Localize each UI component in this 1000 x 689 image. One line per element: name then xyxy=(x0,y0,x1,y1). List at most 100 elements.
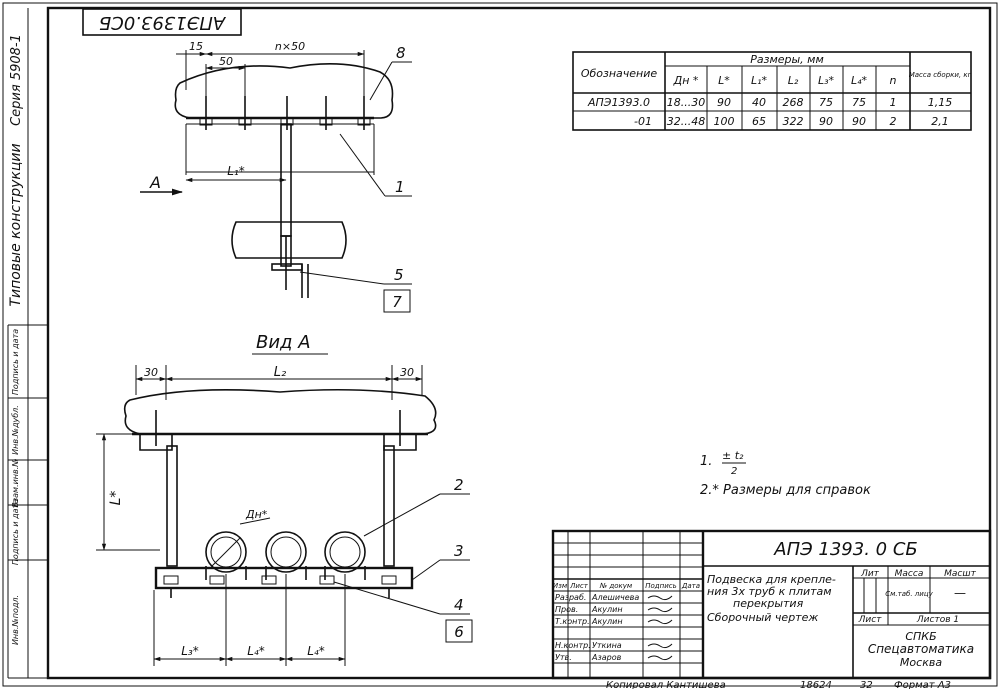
footer-code: 32 xyxy=(860,680,873,689)
table-col-L: L* xyxy=(718,74,730,87)
dim-L4a: L₄* xyxy=(247,644,265,658)
table-col-n: n xyxy=(890,74,897,87)
title-code: АПЭ 1393. 0 СБ xyxy=(773,539,917,560)
strip-field-4: Инв.№дубл. xyxy=(11,405,20,455)
left-rod xyxy=(166,445,178,567)
sig-head-doc: № докум xyxy=(599,582,633,590)
sig-head-date: Дата xyxy=(681,582,700,590)
footer-copied: Копировал Кантишева xyxy=(606,680,726,689)
rotated-code-text: АПЭ1393.0СБ xyxy=(99,12,226,33)
table-header-designation: Обозначение xyxy=(581,67,658,80)
dim-50: 50 xyxy=(219,55,233,68)
series-label: Серия 5908-1 xyxy=(9,34,24,126)
title-name-line-3: перекрытия xyxy=(733,597,804,610)
scale-value: — xyxy=(954,586,966,600)
callout-6: 6 xyxy=(454,623,464,641)
table-row-1-mass: 1,15 xyxy=(928,96,953,109)
dim-nx50: n×50 xyxy=(275,40,305,53)
signer-6-role: Утв. xyxy=(555,653,572,662)
notes: 1. ± t₂ 2 2.* Размеры для справок xyxy=(700,449,871,498)
table-row-1-L2: 268 xyxy=(783,96,804,109)
table-col-L4: L₄* xyxy=(851,74,868,87)
callout-3: 3 xyxy=(454,542,464,560)
callout-5: 5 xyxy=(394,266,404,284)
table-row-1-L1: 40 xyxy=(752,96,766,109)
footer-number: 18624 xyxy=(800,680,832,689)
table-header-group: Размеры, мм xyxy=(750,53,824,66)
signer-3-role: Т.контр. xyxy=(555,617,590,626)
table-row-1-L3: 75 xyxy=(819,96,833,109)
view-a: Вид А 30 L₂ 30 L* xyxy=(96,332,473,666)
view-a-pipes xyxy=(205,531,366,580)
signer-1-role: Разраб. xyxy=(555,593,586,602)
table-row-2-designation: -01 xyxy=(634,115,652,128)
top-slab xyxy=(174,63,394,119)
right-rod xyxy=(383,445,395,567)
table-row-2-L4: 90 xyxy=(852,115,866,128)
strip-field-1: Инв.№подл. xyxy=(11,595,20,645)
callout-1: 1 xyxy=(395,178,405,196)
callout-7-box xyxy=(383,289,411,313)
head-scale: Масшт xyxy=(944,569,976,579)
signer-5-role: Н.контр. xyxy=(555,641,591,650)
dim-Dn: Дн* xyxy=(245,508,268,521)
org-line-3: Москва xyxy=(900,656,942,669)
signer-2-role: Пров. xyxy=(555,605,578,614)
callout-7: 7 xyxy=(392,293,402,311)
typical-constructions-label: Типовые конструкции xyxy=(8,143,24,306)
rotated-code-stamp: АПЭ1393.0СБ xyxy=(82,8,242,36)
sig-head-izm: Изм xyxy=(553,582,568,590)
sheet-label: Лист xyxy=(858,615,883,625)
head-lit: Лит xyxy=(860,569,880,579)
table-col-L2: L₂ xyxy=(788,74,799,87)
sheets-label: Листов 1 xyxy=(916,615,959,625)
sig-head-list: Лист xyxy=(569,582,589,590)
table-row-1-n: 1 xyxy=(890,96,897,109)
table-row-2-L1: 65 xyxy=(752,115,766,128)
org-line-1: СПКБ xyxy=(905,630,936,643)
dim-15: 15 xyxy=(189,40,203,53)
strip-field-3: Взам.инв.№ xyxy=(11,458,20,507)
org-line-2: Спецавтоматика xyxy=(868,642,974,656)
callout-6-box xyxy=(445,619,473,643)
table-row-1-L: 90 xyxy=(717,96,731,109)
table-col-L1: L₁* xyxy=(751,74,768,87)
table-row-2-L2: 322 xyxy=(783,115,804,128)
signer-2-name: Акулин xyxy=(591,605,623,614)
footer-format: Формат А3 xyxy=(894,680,951,689)
note-1-prefix: 1. xyxy=(700,454,712,469)
signature-scribbles xyxy=(647,595,673,661)
title-name-line-2: ния 3х труб к плитам xyxy=(707,585,832,598)
signer-6-name: Азаров xyxy=(591,653,622,662)
note-1-denominator: 2 xyxy=(731,466,737,477)
top-pipe xyxy=(231,221,347,259)
head-mass: Масса xyxy=(895,569,924,579)
note-2: 2.* Размеры для справок xyxy=(700,483,871,498)
base-nuts xyxy=(163,575,397,598)
left-side-strip: Серия 5908-1 Типовые конструкции Инв.№по… xyxy=(7,8,48,679)
strip-field-5: Подпись и дата xyxy=(11,329,20,395)
signature-grid: Изм Лист № докум Подпись Дата Разраб. Ал… xyxy=(553,531,703,678)
table-row-2-mass: 2,1 xyxy=(931,115,949,128)
dim-L: L* xyxy=(108,491,124,506)
top-view: 15 50 n×50 L₁* A 1 8 5 7 xyxy=(140,40,412,313)
callout-8: 8 xyxy=(396,44,406,62)
table-row-1-designation: АПЭ1393.0 xyxy=(587,96,650,109)
table-row-2-L3: 90 xyxy=(819,115,833,128)
table-row-2-Dn: 32...48 xyxy=(667,115,705,128)
footer: Копировал Кантишева 18624 32 Формат А3 xyxy=(606,680,951,689)
sig-head-sign: Подпись xyxy=(645,582,677,590)
callout-4: 4 xyxy=(454,596,464,614)
view-a-title: Вид А xyxy=(256,332,311,353)
dim-L3: L₃* xyxy=(181,644,199,658)
title-block: АПЭ 1393. 0 СБ Подвеска для крепле- ния … xyxy=(551,529,992,680)
signer-3-name: Акулин xyxy=(591,617,623,626)
sheet-inner-frame xyxy=(46,6,992,680)
table-header-mass: Масса сборки, кг xyxy=(909,71,972,79)
strip-field-2: Подпись и дата xyxy=(11,499,20,565)
dimensions-table: Обозначение Размеры, мм Масса сборки, кг… xyxy=(572,51,972,131)
view-a-slab xyxy=(123,388,437,435)
callout-2: 2 xyxy=(454,476,464,494)
